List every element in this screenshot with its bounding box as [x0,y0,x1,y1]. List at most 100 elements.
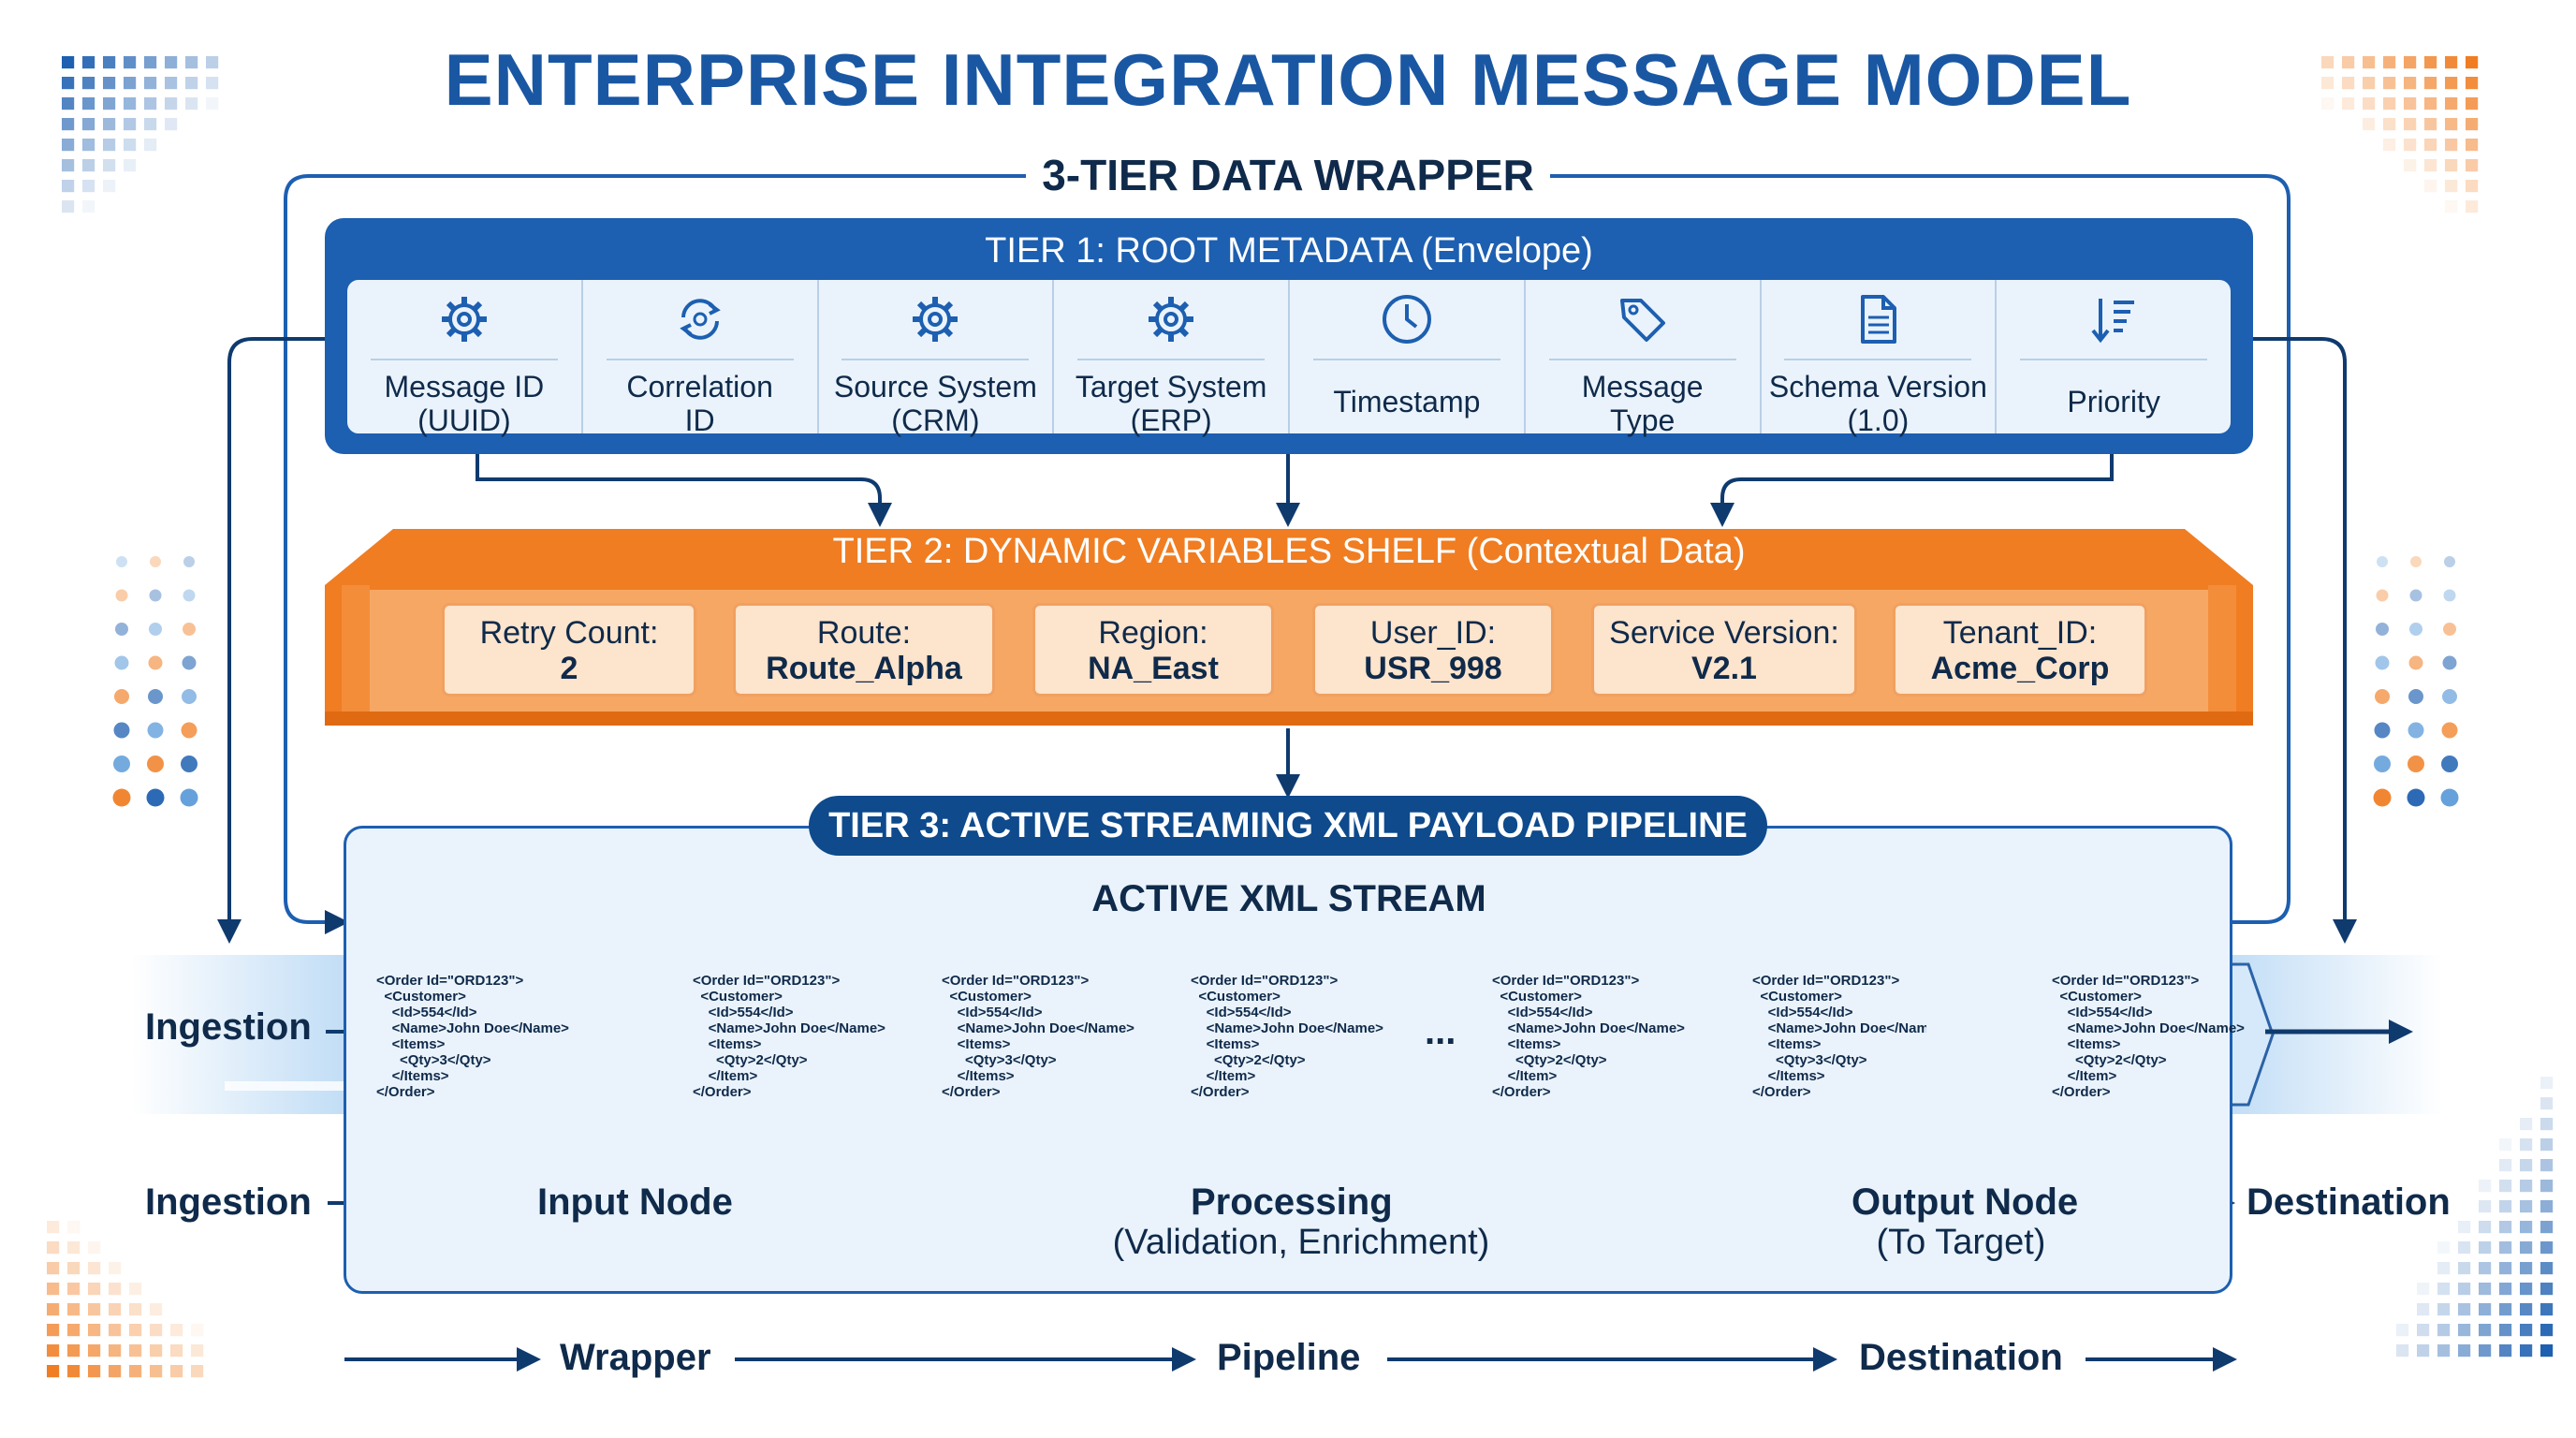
decor-circle [147,722,164,739]
page-title: ENTERPRISE INTEGRATION MESSAGE MODEL [444,38,2132,121]
var-key: Tenant_ID: [1942,615,2098,651]
wrapper-label: 3-TIER DATA WRAPPER [1026,150,1550,200]
xml-message-card: <Order Id="ORD123"> <Customer> <Id>554</… [1752,973,1926,1100]
decor-dot [2499,1262,2512,1275]
decor-circle [113,722,130,739]
decor-dot [2404,56,2417,69]
decor-dot [124,56,137,69]
var-route: Route:Route_Alpha [733,603,995,697]
decor-dot [2540,1324,2554,1337]
decor-dot [62,180,75,193]
decor-dot [2479,1200,2492,1213]
decor-dot [2479,1344,2492,1357]
decor-circle [2377,556,2388,567]
decor-dot [2466,56,2479,69]
bottom-wrapper: Wrapper [560,1337,711,1378]
var-key: User_ID: [1369,615,1497,651]
field-correlation-id: Correlation ID [583,280,819,437]
decor-dot [67,1241,80,1255]
tier1-envelope: TIER 1: ROOT METADATA (Envelope) Message… [325,218,2253,454]
field-target-system: Target System (ERP) [1054,280,1290,437]
field-message-type: Message Type [1526,280,1762,437]
gear-icon [913,297,959,342]
decor-dot [2540,1077,2554,1090]
decor-dot [82,56,95,69]
decor-circle [148,655,163,670]
decor-dot [2437,1283,2451,1296]
field-label: Target System (ERP) [1075,370,1267,437]
decor-dot [2458,1324,2471,1337]
field-schema-version: Schema Version (1.0) [1762,280,1998,437]
ingestion-stream-label: Ingestion [145,1006,312,1048]
decor-dot [2437,1303,2451,1316]
field-priority: Priority [1997,280,2231,433]
decor-circle [2409,589,2422,602]
decor-dot [2458,1283,2471,1296]
decor-dot [191,1324,204,1337]
decor-circle [2375,655,2390,670]
decor-circle [180,788,198,807]
decor-circle [181,756,198,772]
decor-dot [144,56,157,69]
decor-dot [206,56,219,69]
decor-dot [2466,139,2479,152]
decor-dot [170,1344,183,1357]
field-label: Message ID (UUID) [384,370,545,437]
decor-dot [129,1344,142,1357]
decor-dot [2458,1303,2471,1316]
decor-circle [2443,623,2456,636]
decor-dot [144,77,157,90]
decor-circle [148,689,163,704]
decor-dot [2540,1344,2554,1357]
decor-dot [2445,77,2458,90]
decor-dot [2404,97,2417,110]
decor-dot [144,97,157,110]
flow-destination: Destination [2247,1181,2451,1223]
decor-circle [183,623,196,636]
decor-dot [2466,159,2479,172]
var-retry-count: Retry Count:2 [442,603,696,697]
decor-circle [182,689,197,704]
decor-dot [2417,1344,2430,1357]
decor-circle [2442,689,2457,704]
var-user-id: User_ID:USR_998 [1312,603,1554,697]
decor-dot [2540,1283,2554,1296]
decor-dot [2499,1283,2512,1296]
decor-dot [2458,1241,2471,1255]
tier3-title: TIER 3: ACTIVE STREAMING XML PAYLOAD PIP… [809,796,1767,856]
decor-dot [2445,97,2458,110]
decor-dot [62,118,75,131]
decor-dot [170,1365,183,1378]
decor-dot [2404,77,2417,90]
var-value: 2 [560,651,578,686]
decor-dot [2520,1303,2533,1316]
decor-dot [2417,1303,2430,1316]
decor-circle [2373,788,2392,807]
decor-dot [2458,1262,2471,1275]
var-service-version: Service Version:V2.1 [1591,603,1857,697]
decor-dot [47,1241,60,1255]
decor-circle [115,623,128,636]
decor-dot [62,56,75,69]
decor-circle [149,589,162,602]
decor-dot [2417,1324,2430,1337]
decor-dot [47,1262,60,1275]
decor-circle [2374,756,2391,772]
decor-dot [62,159,75,172]
decor-dot [109,1262,122,1275]
xml-message-card: <Order Id="ORD123"> <Customer> <Id>554</… [376,973,569,1100]
decor-dot [124,77,137,90]
decor-circle [149,623,162,636]
decor-dot [2437,1241,2451,1255]
decor-dot [2479,1221,2492,1234]
decor-dot [2540,1118,2554,1131]
decor-circle [2376,589,2389,602]
decor-circle [113,756,130,772]
var-value: NA_East [1088,651,1219,686]
decor-dot [2458,1344,2471,1357]
decor-dot [129,1365,142,1378]
decor-dot [165,97,178,110]
decor-circle [2375,689,2390,704]
decor-dot [2540,1262,2554,1275]
var-tenant-id: Tenant_ID:Acme_Corp [1893,603,2147,697]
